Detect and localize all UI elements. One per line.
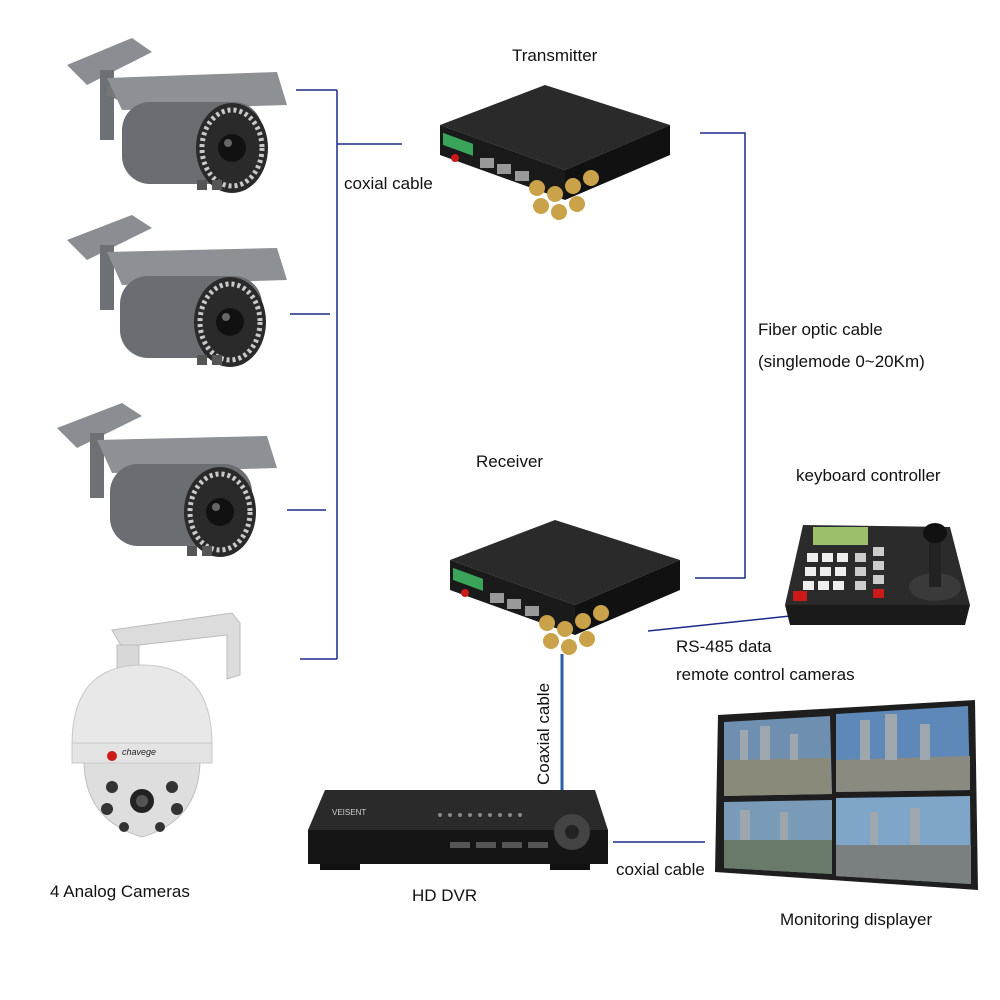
keyboard-controller-label: keyboard controller xyxy=(796,466,941,485)
receiver-label: Receiver xyxy=(476,452,544,471)
ptz-dome-camera: chavege xyxy=(62,605,247,845)
rs485-label-line1: RS-485 data xyxy=(676,637,772,656)
dvr-brand-label: VEISENT xyxy=(332,808,367,817)
bullet-camera-3 xyxy=(52,398,282,568)
monitoring-display xyxy=(710,700,982,890)
keyboard-controller xyxy=(785,505,975,635)
transmitter-label: Transmitter xyxy=(512,46,598,65)
bullet-camera-1 xyxy=(62,30,292,205)
bullet-camera-2 xyxy=(62,210,292,375)
fiber-transmitter xyxy=(435,70,675,230)
rs485-line xyxy=(647,615,791,632)
fiber-line xyxy=(695,132,746,579)
hd-dvr: VEISENT xyxy=(300,790,610,875)
dome-brand-label: chavege xyxy=(122,747,157,757)
fiber-cable-label-line2: (singlemode 0~20Km) xyxy=(758,352,925,371)
fiber-cable-label-line1: Fiber optic cable xyxy=(758,320,883,339)
monitoring-display-label: Monitoring displayer xyxy=(780,910,933,929)
coaxial-cable-vertical-label: Coaxial cable xyxy=(534,682,554,786)
fiber-receiver xyxy=(445,505,685,665)
coxial-cable-bottom-label: coxial cable xyxy=(616,860,705,879)
dvr-label: HD DVR xyxy=(412,886,478,905)
analog-cameras-label: 4 Analog Cameras xyxy=(50,882,190,901)
rs485-label-line2: remote control cameras xyxy=(676,665,855,684)
coxial-cable-top-label: coxial cable xyxy=(344,174,433,193)
